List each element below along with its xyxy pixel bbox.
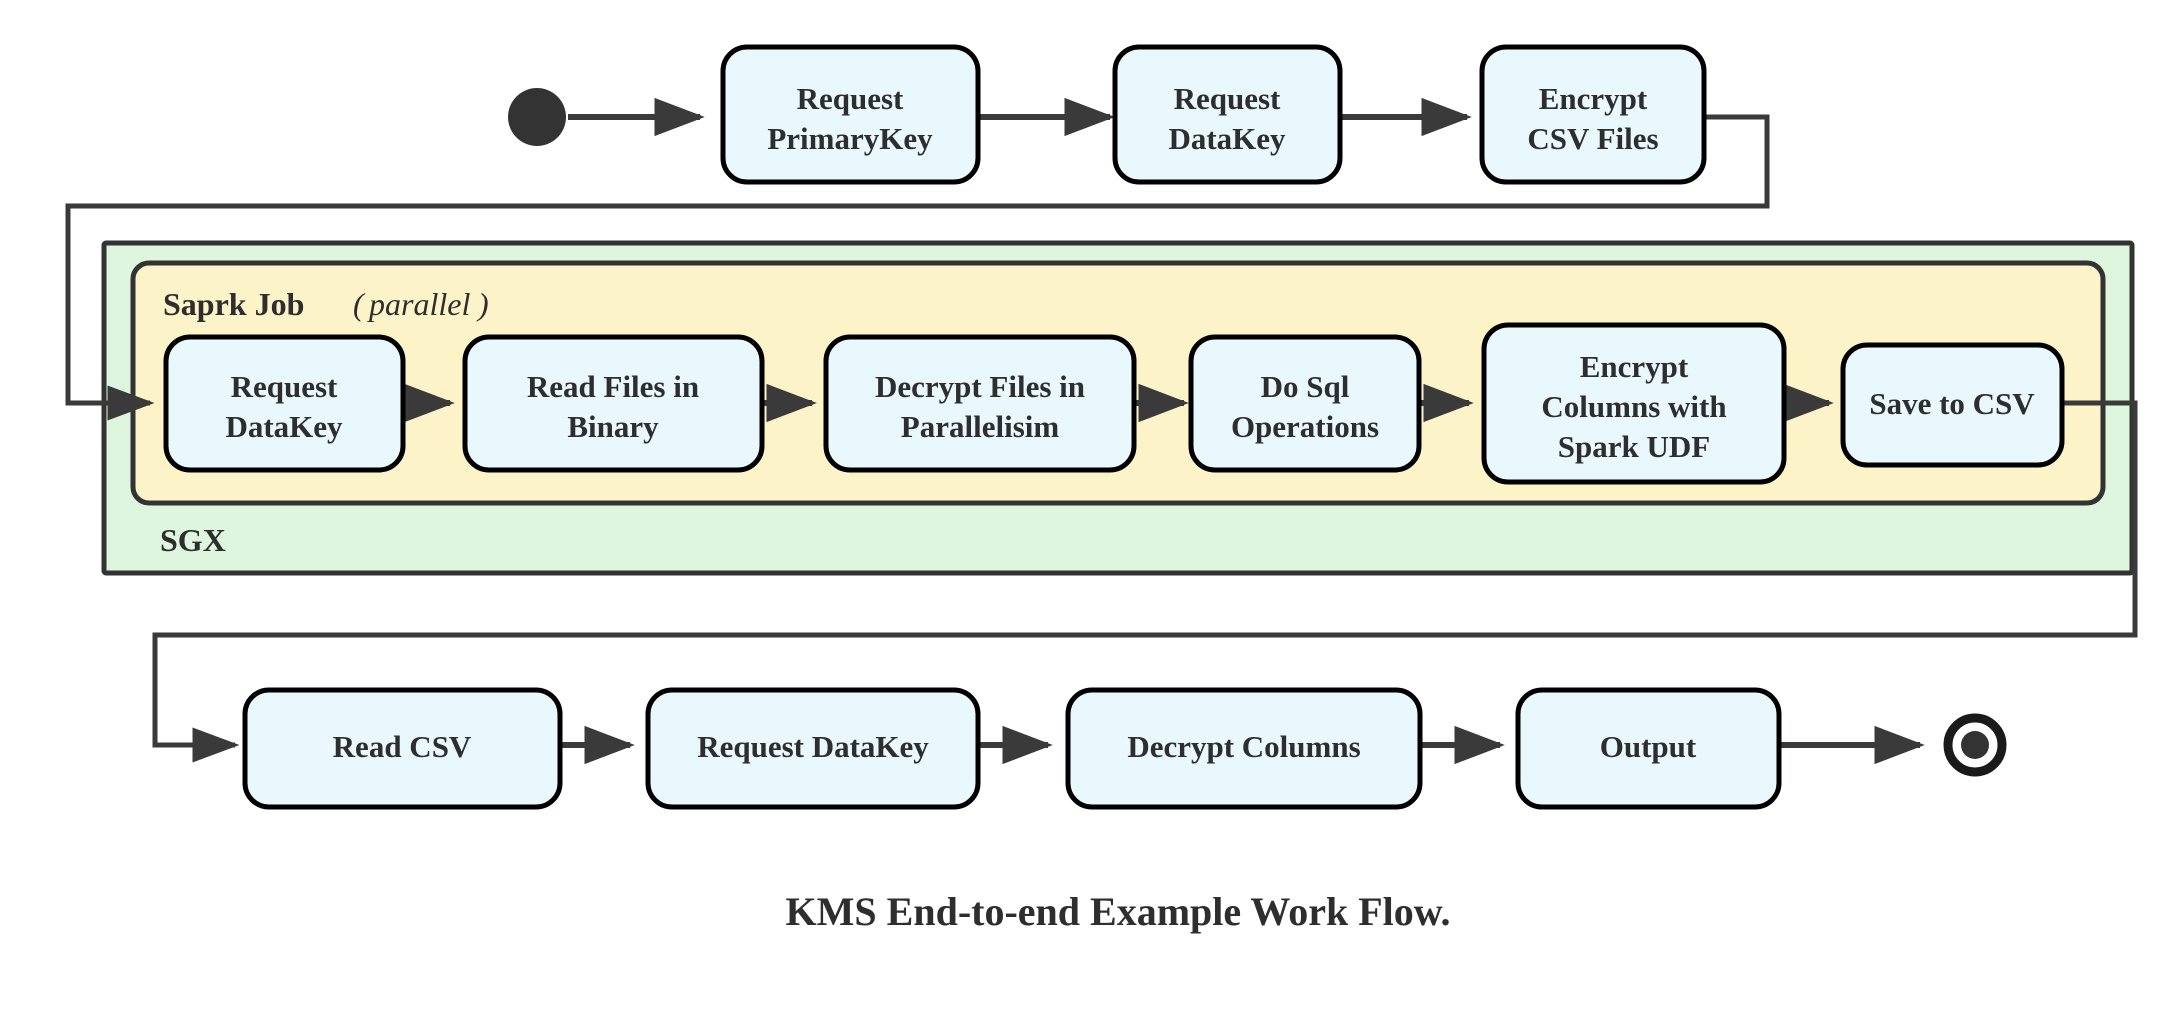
node-save-to-csv-box[interactable] xyxy=(1840,342,2065,468)
node-request-datakey-bottom-label: Request DataKey xyxy=(697,729,929,764)
group-spark-job-label-modifier: parallel xyxy=(367,286,470,322)
node-decrypt-files-in-parallelisim-box[interactable] xyxy=(823,334,1137,473)
node-read-files-in-binary-line-2: Binary xyxy=(567,409,659,444)
edge-save-to-csv-to-read-csv xyxy=(152,400,2138,763)
node-request-datakey-bottom[interactable]: Request DataKey xyxy=(645,687,981,810)
group-spark-job-paren-open: ( xyxy=(353,286,366,322)
node-encrypt-columns-with-spark-udf-line-3: Spark UDF xyxy=(1558,429,1710,464)
node-encrypt-columns-with-spark-udf-line-1: Encrypt xyxy=(1580,349,1689,384)
group-sgx-label: SGX xyxy=(160,522,226,558)
final-state-ring-icon xyxy=(1943,713,2007,777)
node-decrypt-files-in-parallelisim-line-2: Parallelisim xyxy=(901,409,1060,444)
node-decrypt-columns-box[interactable] xyxy=(1065,687,1423,810)
final-state-core-icon xyxy=(1961,731,1989,759)
node-encrypt-csv-files-line-2: CSV Files xyxy=(1527,121,1658,156)
node-read-csv-label: Read CSV xyxy=(333,729,472,764)
node-decrypt-files-in-parallelisim-line-1: Decrypt Files in xyxy=(875,369,1085,404)
node-read-files-in-binary-line-1: Read Files in xyxy=(527,369,699,404)
node-save-to-csv-label: Save to CSV xyxy=(1869,386,2035,421)
node-request-primarykey[interactable]: Request PrimaryKey xyxy=(720,44,981,185)
node-encrypt-columns-with-spark-udf-box[interactable] xyxy=(1481,322,1787,485)
node-request-datakey-bottom-box[interactable] xyxy=(645,687,981,810)
node-request-primarykey-line-2: PrimaryKey xyxy=(767,121,933,156)
node-request-datakey-top-box[interactable] xyxy=(1112,44,1343,185)
node-encrypt-columns-with-spark-udf-line-2: Columns with xyxy=(1541,389,1726,424)
node-encrypt-csv-files-box[interactable] xyxy=(1479,44,1707,185)
diagram-caption: KMS End-to-end Example Work Flow. xyxy=(786,889,1451,934)
node-do-sql-operations-line-1: Do Sql xyxy=(1261,369,1350,404)
node-decrypt-columns-label: Decrypt Columns xyxy=(1127,729,1360,764)
node-decrypt-columns[interactable]: Decrypt Columns xyxy=(1065,687,1423,810)
node-read-csv-box[interactable] xyxy=(242,687,563,810)
node-request-datakey-top-line-2: DataKey xyxy=(1168,121,1286,156)
node-do-sql-operations-box[interactable] xyxy=(1188,334,1422,473)
node-encrypt-columns-with-spark-udf[interactable]: Encrypt Columns with Spark UDF xyxy=(1481,322,1787,485)
node-read-files-in-binary-box[interactable] xyxy=(462,334,765,473)
node-read-csv[interactable]: Read CSV xyxy=(242,687,563,810)
node-save-to-csv[interactable]: Save to CSV xyxy=(1840,342,2065,468)
node-request-datakey-mid[interactable]: Request DataKey xyxy=(163,334,406,473)
node-request-datakey-mid-box[interactable] xyxy=(163,334,406,473)
node-encrypt-csv-files[interactable]: Encrypt CSV Files xyxy=(1479,44,1707,185)
group-spark-job-paren-close: ) xyxy=(476,286,489,322)
node-output[interactable]: Output xyxy=(1515,687,1782,810)
node-decrypt-files-in-parallelisim[interactable]: Decrypt Files in Parallelisim xyxy=(823,334,1137,473)
node-output-label: Output xyxy=(1600,729,1697,764)
edge-encrypt-csv-to-request-datakey-mid xyxy=(65,114,1770,421)
node-request-datakey-mid-line-2: DataKey xyxy=(225,409,343,444)
node-request-primarykey-line-1: Request xyxy=(797,81,904,116)
node-output-box[interactable] xyxy=(1515,687,1782,810)
group-spark-job-label: Saprk Job xyxy=(163,286,304,322)
start-state-icon xyxy=(508,88,566,146)
node-encrypt-csv-files-line-1: Encrypt xyxy=(1539,81,1648,116)
node-do-sql-operations-line-2: Operations xyxy=(1231,409,1379,444)
node-request-datakey-top-line-1: Request xyxy=(1174,81,1281,116)
node-read-files-in-binary[interactable]: Read Files in Binary xyxy=(462,334,765,473)
node-request-datakey-top[interactable]: Request DataKey xyxy=(1112,44,1343,185)
node-request-datakey-mid-line-1: Request xyxy=(231,369,338,404)
node-do-sql-operations[interactable]: Do Sql Operations xyxy=(1188,334,1422,473)
node-request-primarykey-box[interactable] xyxy=(720,44,981,185)
